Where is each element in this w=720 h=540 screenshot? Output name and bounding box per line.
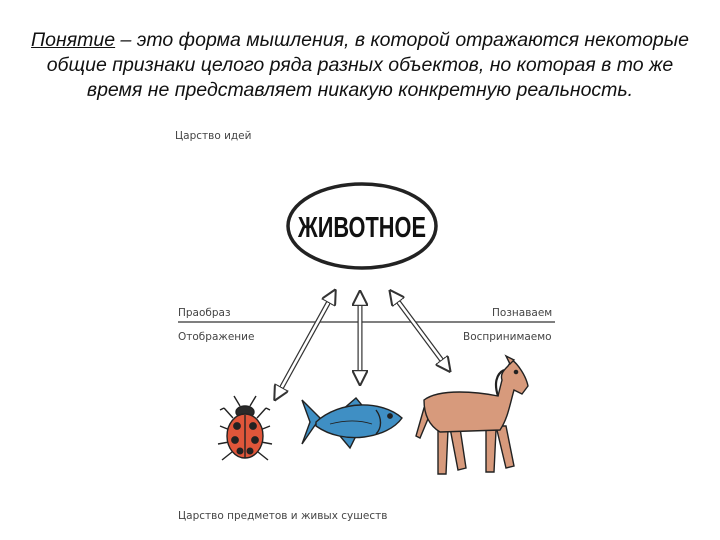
term-concept: Понятие [31,29,116,51]
concept-word: ЖИВОТНОЕ [297,212,426,244]
perceivable-label: Воспринимаемо [463,331,552,343]
definition-text: Понятие – это форма мышления, в которой … [20,28,700,103]
arrow-left [278,296,332,394]
knowable-label: Познаваем [492,307,553,319]
arrow-right [394,296,446,366]
concept-ellipse: ЖИВОТНОЕ [286,182,438,270]
definition-body: – это форма мышления, в которой отражают… [46,29,689,101]
fish-icon [301,397,403,450]
realm-ideas-label: Царство идей [175,130,252,142]
ladybug-icon [217,395,273,461]
horse-icon [415,354,529,475]
prototype-label: Праобраз [178,307,231,319]
realm-objects-label: Царство предметов и живых сушеств [178,510,388,522]
reflection-label: Отображение [178,331,255,343]
